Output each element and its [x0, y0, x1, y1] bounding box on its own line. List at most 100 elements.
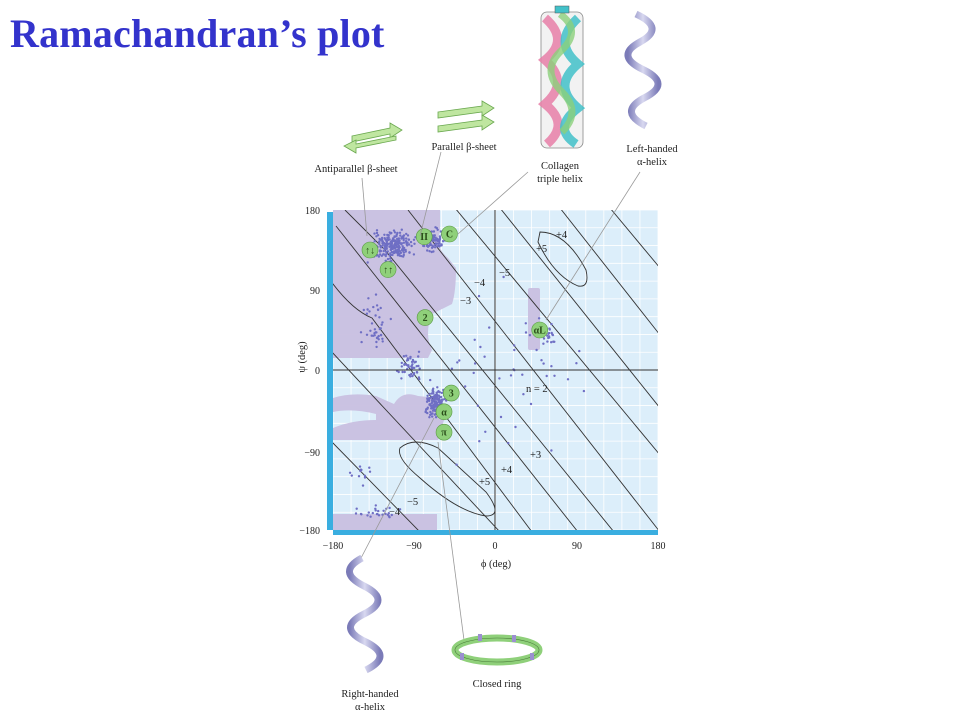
data-point [359, 512, 363, 516]
data-point [434, 416, 438, 419]
data-point [550, 322, 553, 326]
marker-circle [435, 403, 453, 421]
data-point [373, 332, 376, 335]
contour-label: +5 [536, 244, 547, 255]
data-point [407, 238, 411, 241]
data-point [458, 359, 461, 362]
data-point [435, 391, 438, 394]
data-point [355, 507, 358, 510]
data-point [499, 415, 503, 419]
data-point [418, 367, 421, 370]
marker-lefthanded: αL [531, 321, 549, 339]
data-point [388, 254, 391, 257]
data-point [430, 392, 434, 395]
contour-label: −4 [474, 278, 486, 289]
data-point [412, 373, 416, 376]
data-point [407, 243, 411, 246]
data-point [417, 350, 421, 353]
x-tick-label: 90 [572, 541, 582, 552]
data-point [553, 374, 556, 377]
contour-label: −5 [499, 268, 510, 279]
data-point [440, 400, 443, 403]
marker-label: II [420, 232, 428, 243]
data-point [381, 340, 384, 343]
contour-labels: +4 +5 −5 −4 −3 n = 2 +3 +4 +5 −5 −4 [389, 230, 568, 518]
data-point [405, 242, 408, 246]
data-point [400, 249, 404, 252]
data-point [381, 241, 384, 245]
data-point [409, 357, 412, 360]
data-point [412, 238, 416, 241]
data-point [435, 397, 438, 400]
data-point [375, 512, 379, 516]
data-point [411, 374, 414, 378]
marker-label: 2 [423, 313, 428, 324]
data-point [368, 470, 372, 473]
data-point [378, 316, 381, 319]
data-point [390, 239, 394, 243]
data-point [393, 244, 396, 247]
left-handed-helix-illustration [624, 10, 662, 130]
data-point [440, 398, 444, 401]
data-point [400, 377, 403, 380]
data-point [396, 248, 399, 252]
data-point [402, 251, 406, 254]
contour-label: n = 2 [526, 384, 548, 395]
data-point [367, 297, 370, 300]
data-point [582, 389, 586, 393]
data-point [434, 242, 437, 246]
data-point [380, 254, 384, 257]
data-point [374, 314, 377, 317]
alpha-region [333, 394, 444, 440]
data-point [380, 236, 384, 240]
data-point [428, 403, 432, 406]
data-point [430, 250, 433, 254]
data-point [431, 237, 435, 241]
marker-circle [379, 261, 397, 278]
data-point [498, 377, 501, 380]
data-point [426, 249, 429, 252]
data-point [431, 398, 434, 402]
marker-circle [435, 423, 453, 441]
psi-axis-bar [327, 212, 333, 530]
data-point [417, 355, 420, 358]
data-point [403, 370, 406, 374]
marker-circle [531, 321, 549, 339]
data-point [376, 336, 379, 339]
leader-lines [359, 151, 641, 641]
data-point [548, 327, 551, 330]
data-point [430, 395, 433, 399]
data-point [414, 360, 417, 363]
contour-label: +4 [501, 465, 513, 476]
data-point [434, 401, 437, 404]
data-point [406, 234, 410, 237]
data-point [397, 239, 401, 242]
data-point [432, 407, 435, 410]
data-point [542, 362, 545, 365]
data-point [431, 415, 434, 418]
data-point [456, 361, 459, 364]
data-point [425, 400, 429, 403]
contour-label: −5 [407, 497, 418, 508]
data-point [537, 317, 541, 320]
data-point [382, 509, 385, 512]
marker-three10: 3 [442, 384, 460, 402]
data-point [368, 310, 371, 313]
data-point [535, 348, 538, 352]
data-point [551, 333, 554, 336]
data-point [400, 254, 403, 258]
data-point [365, 333, 369, 336]
data-point [438, 245, 441, 248]
data-point [437, 242, 440, 245]
antiparallel-label: Antiparallel β-sheet [314, 164, 397, 175]
data-point [374, 509, 377, 512]
data-point [373, 334, 376, 337]
data-point [473, 338, 476, 341]
data-point [578, 349, 581, 353]
data-point [397, 370, 400, 374]
data-point [358, 465, 362, 468]
data-point [395, 233, 398, 236]
data-point [386, 257, 390, 261]
data-point [476, 404, 480, 407]
data-point [472, 371, 475, 375]
